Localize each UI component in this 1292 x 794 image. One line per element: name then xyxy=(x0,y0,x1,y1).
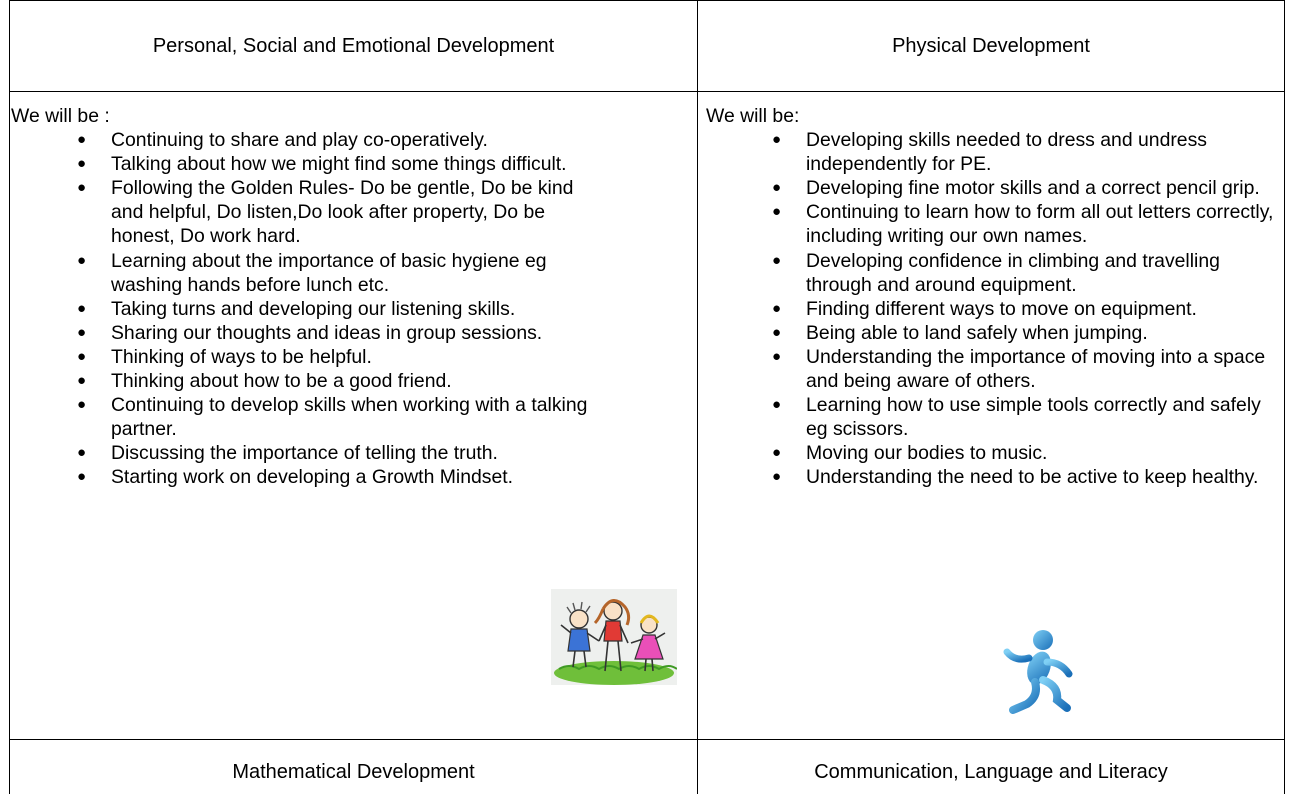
children-drawing-svg xyxy=(551,589,678,685)
list-item: ● Thinking about how to be a good friend. xyxy=(11,369,591,393)
heading-communication-language-literacy: Communication, Language and Literacy xyxy=(814,761,1168,783)
table-border-left xyxy=(9,0,10,794)
bullet-icon: ● xyxy=(772,203,782,221)
right-bullet-list: ● Developing skills needed to dress and u… xyxy=(706,128,1276,489)
list-item-text: Moving our bodies to music. xyxy=(806,442,1048,465)
running-figure-svg xyxy=(1003,630,1073,714)
list-item-text: Taking turns and developing our listenin… xyxy=(111,297,516,320)
intro-text: We will be: xyxy=(706,105,800,127)
heading-mathematical-development: Mathematical Development xyxy=(232,761,475,783)
list-item: ● Moving our bodies to music. xyxy=(706,441,1276,465)
bullet-icon: ● xyxy=(77,155,87,173)
bullet-icon: ● xyxy=(772,299,782,317)
list-item-text: Developing fine motor skills and a corre… xyxy=(806,177,1260,200)
list-item-text: Developing skills needed to dress and un… xyxy=(806,129,1207,176)
list-item: ● Finding different ways to move on equip… xyxy=(706,297,1276,321)
list-item: ● Sharing our thoughts and ideas in group… xyxy=(11,321,591,345)
list-item-text: Learning how to use simple tools correct… xyxy=(806,394,1261,441)
list-item-text: Understanding the need to be active to k… xyxy=(806,466,1259,489)
left-bullet-list: ● Continuing to share and play co-operati… xyxy=(11,128,591,489)
bullet-icon: ● xyxy=(772,131,782,149)
list-item-text: Thinking about how to be a good friend. xyxy=(111,370,452,393)
list-item: ● Thinking of ways to be helpful. xyxy=(11,345,591,369)
list-item: ● Continuing to develop skills when worki… xyxy=(11,393,591,441)
list-item-text: Discussing the importance of telling the… xyxy=(111,442,498,465)
bullet-icon: ● xyxy=(772,444,782,462)
list-item-text: Continuing to share and play co-operativ… xyxy=(111,129,488,152)
bullet-icon: ● xyxy=(772,323,782,341)
list-item-text: Understanding the importance of moving i… xyxy=(806,345,1266,393)
list-item: ● Talking about how we might find some th… xyxy=(11,152,591,176)
list-item-text: Starting work on developing a Growth Min… xyxy=(111,466,514,489)
list-item-text: Continuing to learn how to form all out … xyxy=(806,201,1274,248)
row-divider-1 xyxy=(9,91,1285,92)
bullet-icon: ● xyxy=(77,131,87,149)
list-item-text: Being able to land safely when jumping. xyxy=(806,321,1148,344)
personal-social-emotional-content: We will be : ● Continuing to share and pl… xyxy=(11,104,691,490)
table-border-right xyxy=(1284,0,1285,794)
column-divider xyxy=(697,0,698,794)
bullet-icon: ● xyxy=(77,179,87,197)
list-item: ● Understanding the importance of moving … xyxy=(706,345,1276,393)
list-item: ● Understanding the need to be active to … xyxy=(706,465,1276,489)
list-item: ● Continuing to learn how to form all out… xyxy=(706,200,1276,248)
list-item: ● Learning about the importance of basic … xyxy=(11,249,591,297)
children-holding-hands-drawing xyxy=(551,589,678,685)
bullet-icon: ● xyxy=(772,251,782,269)
bullet-icon: ● xyxy=(77,396,87,414)
list-item: ● Developing confidence in climbing and t… xyxy=(706,249,1276,297)
bullet-icon: ● xyxy=(77,468,87,486)
bullet-icon: ● xyxy=(772,396,782,414)
bullet-icon: ● xyxy=(77,372,87,390)
bullet-icon: ● xyxy=(77,251,87,269)
list-item: ● Starting work on developing a Growth Mi… xyxy=(11,465,591,489)
bullet-icon: ● xyxy=(77,347,87,365)
list-item: ● Following the Golden Rules- Do be gentl… xyxy=(11,176,591,248)
bullet-icon: ● xyxy=(772,179,782,197)
heading-physical-development: Physical Development xyxy=(892,35,1090,57)
list-item-text: Talking about how we might find some thi… xyxy=(111,153,567,176)
list-item-text: Continuing to develop skills when workin… xyxy=(111,394,588,441)
list-item: ● Being able to land safely when jumping. xyxy=(706,321,1276,345)
bullet-icon: ● xyxy=(77,444,87,462)
intro-text: We will be : xyxy=(11,105,110,127)
list-item-text: Thinking of ways to be helpful. xyxy=(111,345,372,368)
bullet-icon: ● xyxy=(772,347,782,365)
bullet-icon: ● xyxy=(772,468,782,486)
curriculum-table: Personal, Social and Emotional Developme… xyxy=(9,0,1285,794)
list-item-text: Finding different ways to move on equipm… xyxy=(806,297,1197,320)
row-divider-2 xyxy=(9,739,1285,740)
bullet-icon: ● xyxy=(77,299,87,317)
list-item: ● Discussing the importance of telling th… xyxy=(11,441,591,465)
list-item-text: Developing confidence in climbing and tr… xyxy=(806,249,1220,296)
table-border-top xyxy=(9,0,1285,1)
physical-development-content: We will be: ● Developing skills needed to… xyxy=(706,104,1276,490)
list-item: ● Learning how to use simple tools correc… xyxy=(706,393,1276,441)
list-item-text: Following the Golden Rules- Do be gentle… xyxy=(111,177,574,248)
list-item: ● Continuing to share and play co-operati… xyxy=(11,128,591,152)
list-item: ● Developing skills needed to dress and u… xyxy=(706,128,1276,176)
list-item-text: Sharing our thoughts and ideas in group … xyxy=(111,321,543,344)
list-item: ● Developing fine motor skills and a corr… xyxy=(706,176,1276,200)
list-item: ● Taking turns and developing our listeni… xyxy=(11,297,591,321)
running-figure-icon xyxy=(999,628,1083,720)
list-item-text: Learning about the importance of basic h… xyxy=(111,249,547,296)
heading-personal-social-emotional: Personal, Social and Emotional Developme… xyxy=(152,35,555,57)
bullet-icon: ● xyxy=(77,323,87,341)
